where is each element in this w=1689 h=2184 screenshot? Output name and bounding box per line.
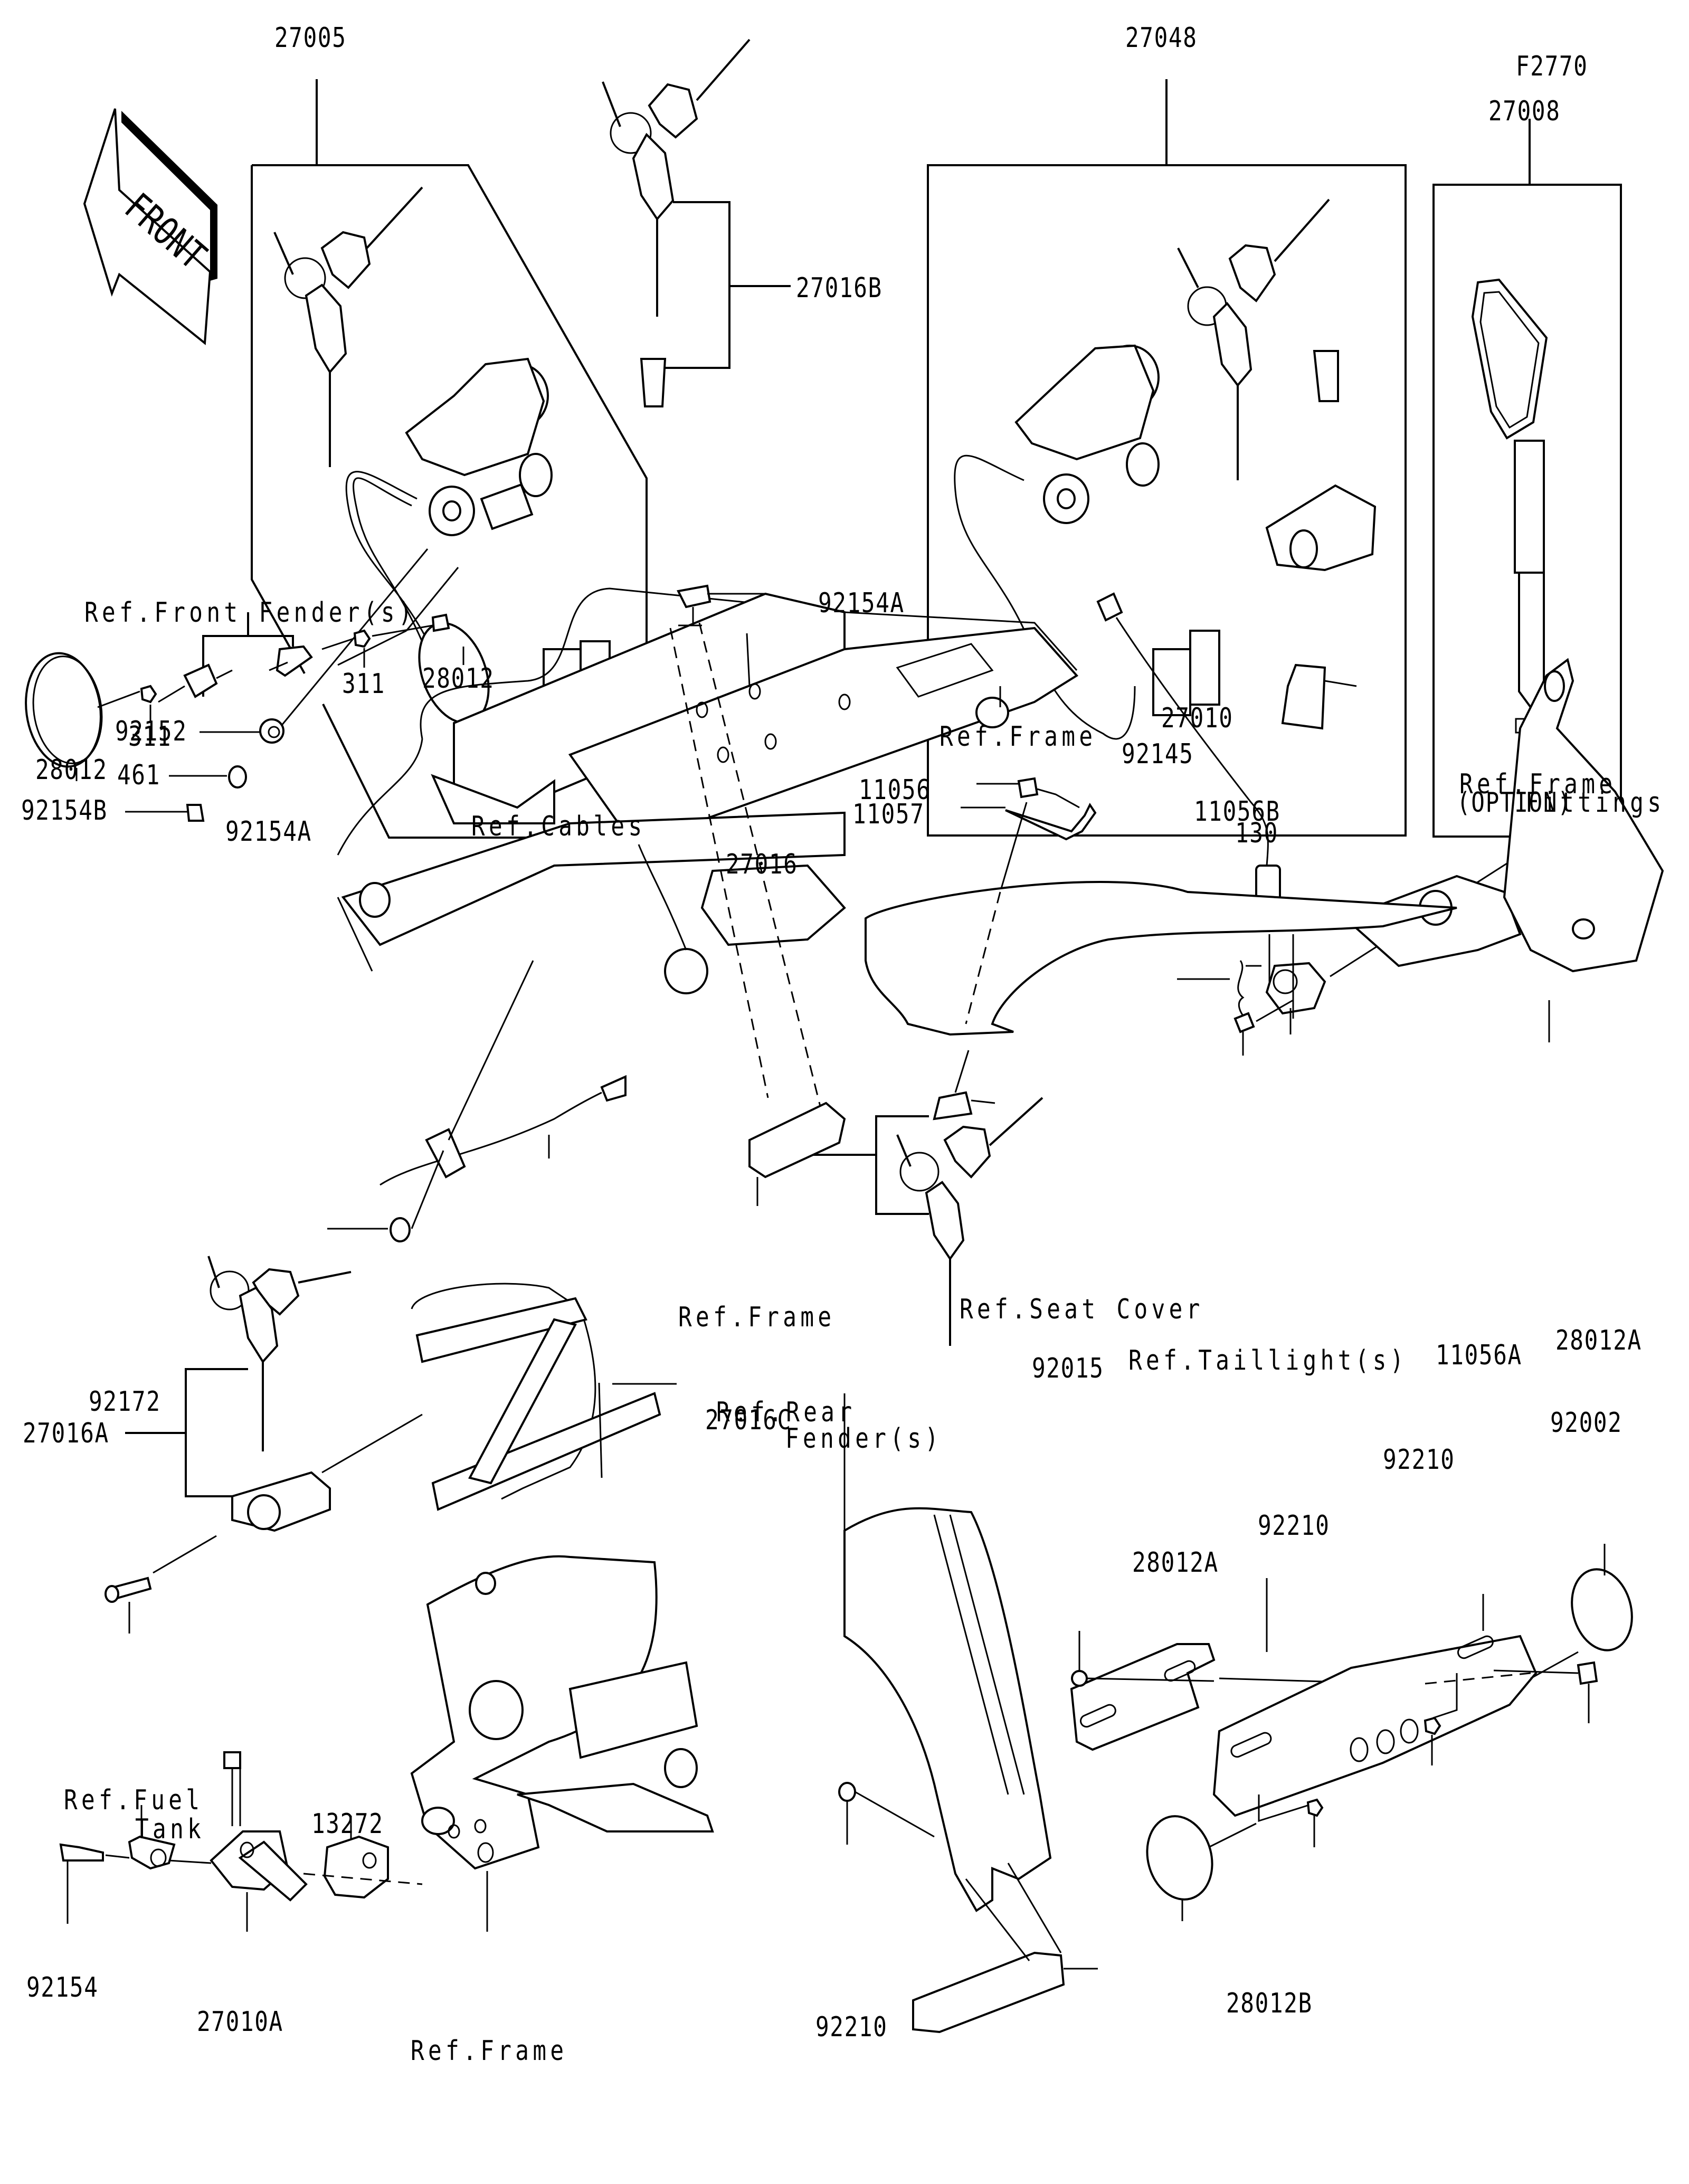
part-label-13272: 13272 [311, 1808, 384, 1840]
ref-label-cables: Ref.Cables [471, 811, 646, 842]
part-label-27048: 27048 [1125, 22, 1198, 54]
part-label-28012A-bottom: 28012A [1132, 1547, 1219, 1579]
key-set-27005 [273, 186, 423, 467]
ref-label-frame-bottom: Ref.Frame [411, 2035, 568, 2067]
part-label-311-bottom: 311 [128, 721, 172, 753]
part-label-27008: 27008 [1488, 96, 1561, 127]
key-set-27016B [602, 39, 791, 407]
part-label-130: 130 [1235, 818, 1278, 849]
part-label-27005: 27005 [274, 22, 347, 54]
part-label-11056: 11056 [859, 774, 931, 806]
part-label-92152: 92152 [115, 716, 187, 747]
part-label-27016C: 27016C [705, 1404, 792, 1436]
part-label-92015: 92015 [1032, 1353, 1104, 1384]
option-note: (OPTION) [1457, 787, 1572, 819]
key-set-27016A [105, 1256, 677, 1634]
part-label-92154A-top: 92154A [818, 587, 905, 619]
frame-central [327, 584, 1079, 1242]
part-label-92154B: 92154B [21, 795, 108, 827]
diagram-code-f2770: F2770 [1516, 51, 1588, 82]
part-label-92172: 92172 [89, 1386, 161, 1418]
box-27008 [1432, 119, 1622, 838]
switch-27010-assembly [1096, 592, 1664, 1056]
ref-label-front-fender: Ref.Front Fender(s) [84, 597, 416, 629]
part-label-92154A-bottom: 92154A [225, 816, 312, 848]
ref-label-rear-fender-line1: Ref.Rear [716, 1397, 856, 1428]
hardware-92152-461-92154B [125, 548, 459, 822]
part-label-92210-right: 92210 [1383, 1444, 1455, 1476]
part-label-28012A-top: 28012A [1555, 1325, 1642, 1356]
part-label-92210-left: 92210 [815, 2011, 888, 2043]
part-label-28012B: 28012B [1226, 1988, 1313, 2019]
ref-label-seat-cover: Ref.Seat Cover [960, 1294, 1204, 1325]
frame-lower-fuel-switch [59, 1555, 714, 1932]
ref-label-frame-fittings-line1: Ref.Frame [1459, 768, 1617, 800]
part-label-92210-center: 92210 [1258, 1510, 1330, 1542]
part-label-11057: 11057 [852, 799, 925, 830]
part-label-28012-left: 28012 [35, 754, 108, 786]
ref-label-frame-lower: Ref.Frame [678, 1302, 836, 1333]
part-label-27016B: 27016B [796, 272, 883, 304]
rear-fender [838, 1393, 1098, 2034]
part-label-27010A: 27010A [197, 2006, 283, 2038]
front-fender-reflectors [25, 612, 490, 781]
ref-label-frame-mid: Ref.Frame [940, 721, 1097, 753]
part-label-92145: 92145 [1122, 738, 1194, 770]
part-label-27016A: 27016A [23, 1418, 109, 1449]
ref-label-taillight: Ref.Taillight(s) [1128, 1345, 1408, 1376]
ref-label-fuel-tank-line2: Tank [135, 1813, 205, 1845]
part-label-28012-top: 28012 [422, 663, 495, 695]
part-label-27010: 27010 [1161, 702, 1233, 734]
part-label-27016: 27016 [726, 849, 798, 880]
front-arrow-icon: FRONT [83, 108, 217, 345]
box-27048 [927, 79, 1407, 837]
ref-label-rear-fender-line2: Fender(s) [785, 1423, 943, 1455]
part-label-311-top: 311 [342, 668, 385, 700]
seat-cover-assembly [813, 777, 1457, 1346]
part-label-11056A: 11056A [1436, 1340, 1522, 1371]
ref-label-fuel-tank-line1: Ref.Fuel [64, 1784, 204, 1816]
taillight-bracket [1070, 1544, 1633, 1921]
part-label-11056B: 11056B [1194, 796, 1280, 828]
part-label-461: 461 [117, 759, 160, 791]
ref-label-frame-fittings-line2: Fittings [1525, 787, 1665, 819]
part-label-92002: 92002 [1550, 1407, 1622, 1439]
part-label-92154: 92154 [26, 1972, 99, 2003]
